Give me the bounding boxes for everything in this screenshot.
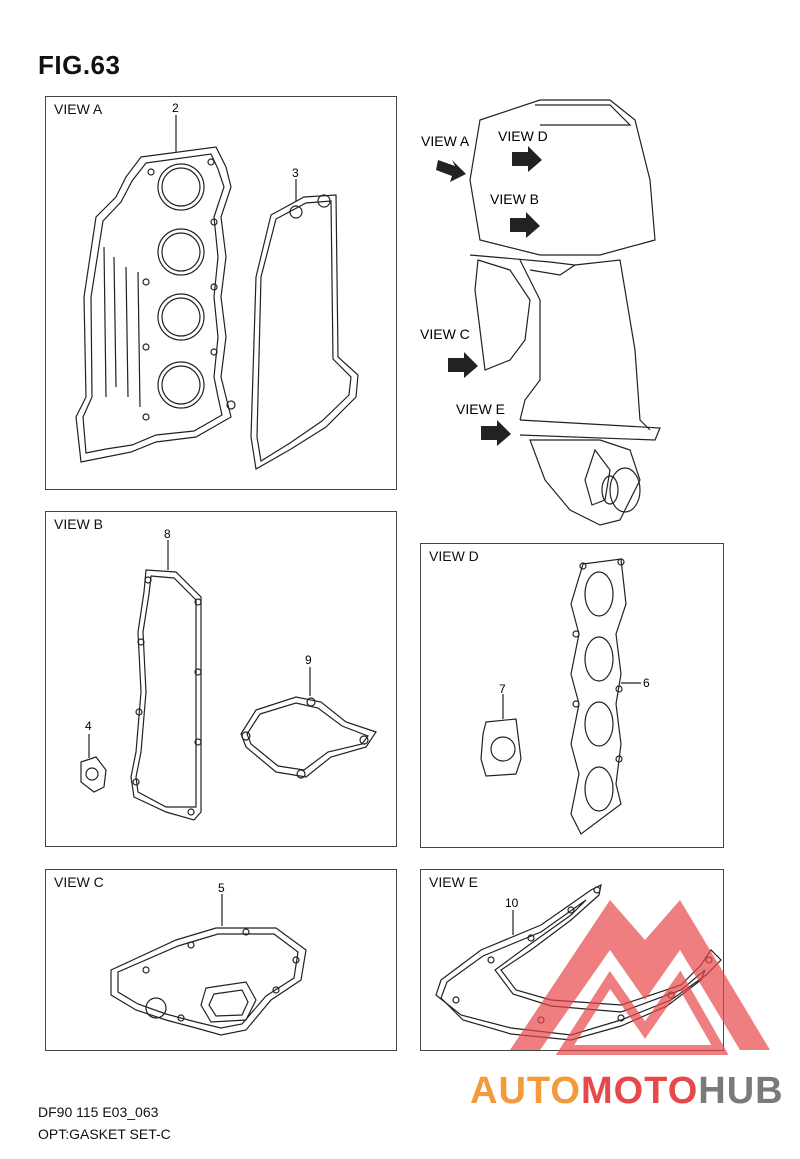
engine-callout-view-d: VIEW D xyxy=(498,128,548,144)
watermark-wordmark: AUTOMOTOHUB xyxy=(470,1070,800,1113)
oil-pan-gasket-5 xyxy=(110,927,307,1036)
engine-callout-view-c: VIEW C xyxy=(420,326,470,342)
cylinder-head-gasket xyxy=(75,146,232,463)
gasket-7 xyxy=(480,718,522,777)
gasket-4 xyxy=(80,756,107,793)
cover-gasket-8 xyxy=(130,569,202,821)
view-b-drawing: 8 4 9 xyxy=(80,527,377,821)
part-number-10: 10 xyxy=(505,896,519,910)
panel-label-view-c: VIEW C xyxy=(54,874,104,890)
part-number-3: 3 xyxy=(292,166,299,180)
engine-callout-view-b: VIEW B xyxy=(490,191,539,207)
footer-model-code: DF90 115 E03_063 xyxy=(38,1104,159,1120)
view-d-arrow xyxy=(512,146,542,172)
figure-title: FIG.63 xyxy=(38,50,121,80)
view-b-arrow xyxy=(510,212,540,238)
head-cover-gasket xyxy=(250,194,359,470)
part-number-2: 2 xyxy=(172,101,179,115)
part-number-9: 9 xyxy=(305,653,312,667)
watermark-logo-mark xyxy=(510,900,770,1055)
panel-view-b: VIEW B 8 4 9 xyxy=(45,511,397,847)
part-number-5: 5 xyxy=(218,881,225,895)
lower-case-gasket-10 xyxy=(435,883,722,1036)
view-c-arrow xyxy=(448,352,478,378)
watermark-word-auto: AUTO xyxy=(470,1070,581,1112)
panel-label-view-d: VIEW D xyxy=(429,548,479,564)
view-d-drawing: 7 6 xyxy=(480,558,650,835)
engine-callout-view-e: VIEW E xyxy=(456,401,505,417)
view-a-arrow xyxy=(436,160,466,182)
panel-label-view-a: VIEW A xyxy=(54,101,103,117)
watermark-word-hub: HUB xyxy=(698,1070,784,1112)
part-number-7: 7 xyxy=(499,682,506,696)
automotohub-watermark: AUTOMOTOHUB xyxy=(470,870,800,1120)
part-number-8: 8 xyxy=(164,527,171,541)
intake-manifold-gasket-6 xyxy=(570,558,627,835)
view-a-drawing: 2 3 xyxy=(75,101,359,470)
panel-view-d: VIEW D 7 6 xyxy=(420,543,724,848)
panel-view-c: VIEW C 5 xyxy=(45,869,397,1051)
watermark-word-moto: MOTO xyxy=(580,1070,699,1112)
panel-view-a: VIEW A 2 3 xyxy=(45,96,397,490)
footer-description: OPT:GASKET SET-C xyxy=(38,1126,171,1142)
part-number-4: 4 xyxy=(85,719,92,733)
view-c-drawing: 5 xyxy=(110,881,307,1036)
gasket-9 xyxy=(240,696,377,778)
panel-label-view-e: VIEW E xyxy=(429,874,479,890)
engine-callout-view-a: VIEW A xyxy=(421,133,470,149)
panel-label-view-b: VIEW B xyxy=(54,516,104,532)
view-e-arrow xyxy=(481,420,511,446)
part-number-6: 6 xyxy=(643,676,650,690)
